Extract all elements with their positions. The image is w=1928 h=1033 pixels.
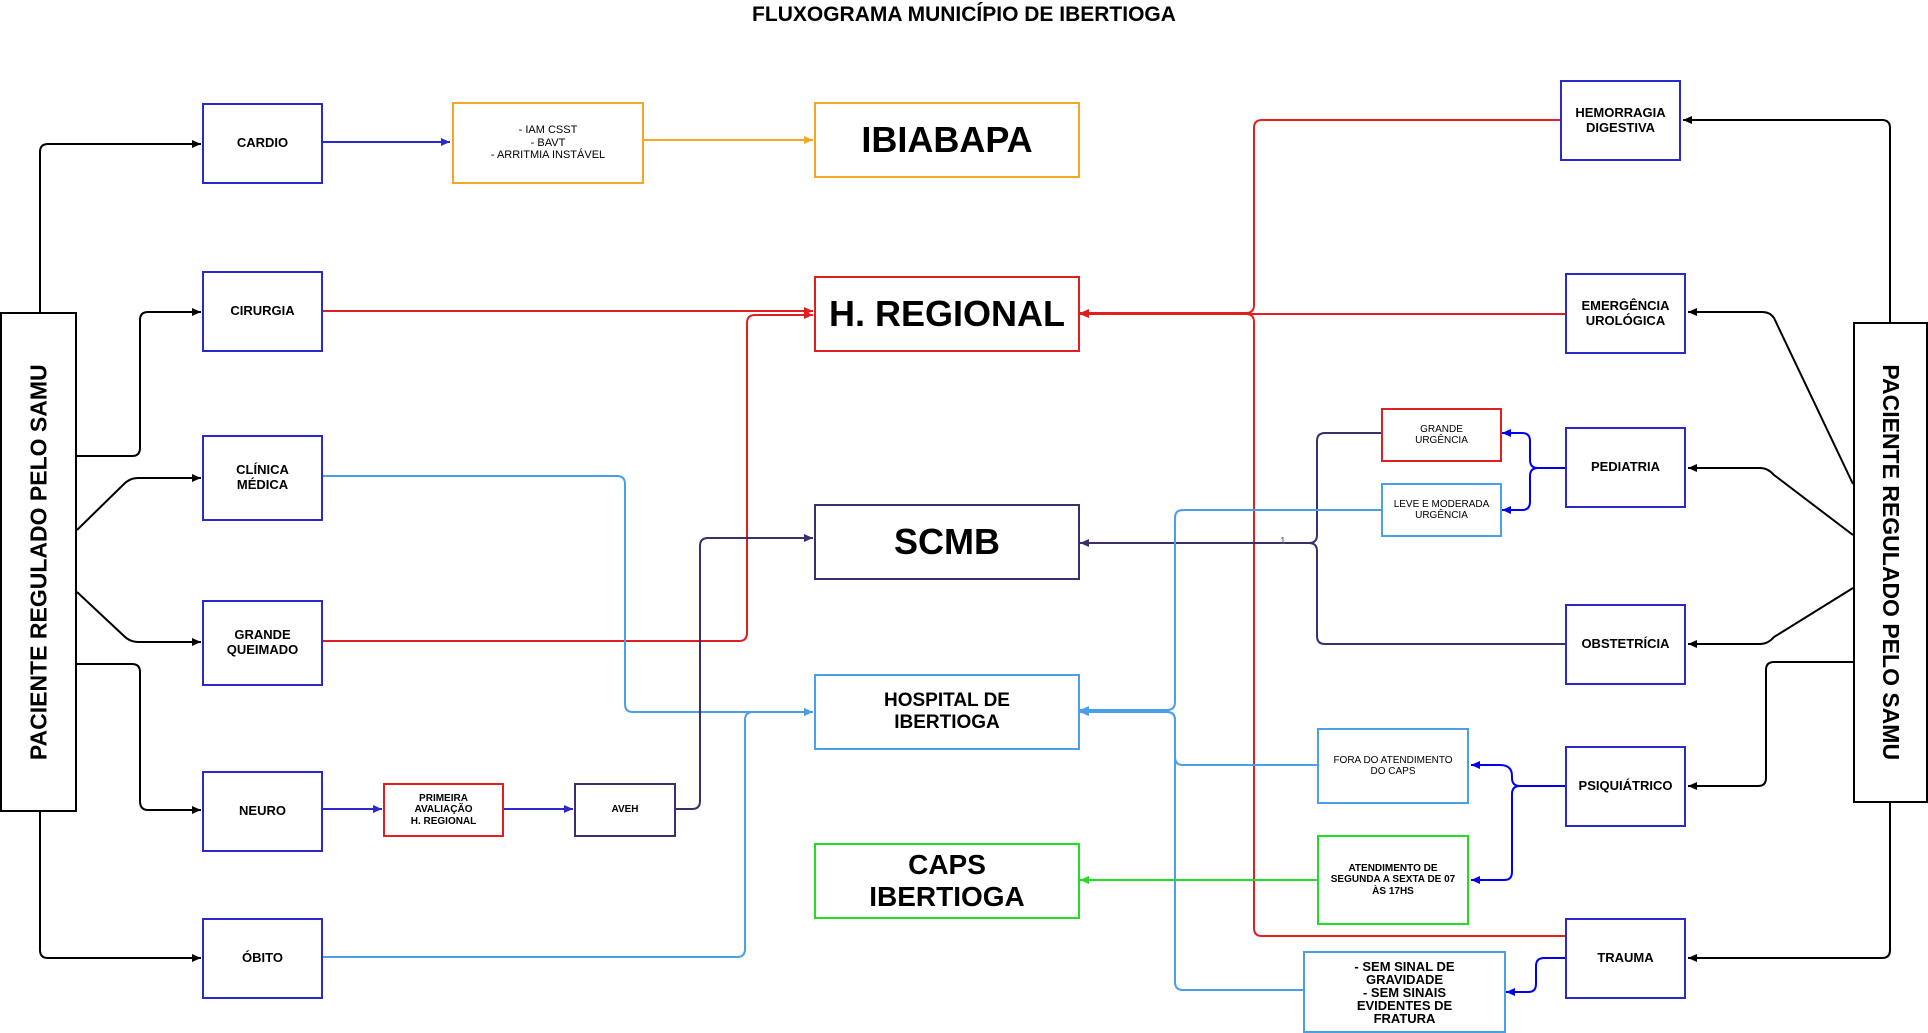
dest-hospital-ibertioga[interactable]: HOSPITAL DE IBERTIOGA bbox=[814, 674, 1080, 750]
node-trauma[interactable]: TRAUMA bbox=[1565, 918, 1686, 999]
samu-left-panel: PACIENTE REGULADO PELO SAMU bbox=[0, 312, 77, 812]
page-title: FLUXOGRAMA MUNICÍPIO DE IBERTIOGA bbox=[752, 3, 1176, 26]
node-cardio[interactable]: CARDIO bbox=[202, 103, 323, 184]
edge-obstetricia-scmb bbox=[1080, 542, 1565, 645]
edge-obito-hospital bbox=[322, 708, 813, 958]
dest-caps-ibertioga[interactable]: CAPS IBERTIOGA bbox=[814, 843, 1080, 919]
node-leve-moderada-urgencia[interactable]: LEVE E MODERADA URGÊNCIA bbox=[1381, 483, 1502, 537]
node-grande-urgencia[interactable]: GRANDE URGÊNCIA bbox=[1381, 408, 1502, 462]
samu-left-label: PACIENTE REGULADO PELO SAMU bbox=[25, 364, 52, 760]
dest-ibiabapa[interactable]: IBIABAPA bbox=[814, 102, 1080, 178]
edge-psiq-atendimento bbox=[1471, 785, 1565, 884]
edge-samu-cardio bbox=[39, 140, 201, 312]
node-emergencia-urologica[interactable]: EMERGÊNCIA UROLÓGICA bbox=[1565, 273, 1686, 354]
edge-fora-hospital bbox=[1080, 708, 1317, 766]
edge-samu-cirurgia bbox=[77, 308, 201, 457]
node-sem-sinal-gravidade[interactable]: - SEM SINAL DE GRAVIDADE - SEM SINAIS EV… bbox=[1303, 951, 1506, 1033]
edge-samu-psiquiatrico bbox=[1688, 661, 1853, 790]
samu-right-panel: PACIENTE REGULADO PELO SAMU bbox=[1853, 322, 1928, 803]
edge-samu-obstetricia bbox=[1688, 587, 1854, 648]
node-atendimento-caps[interactable]: ATENDIMENTO DE SEGUNDA A SEXTA DE 07 ÀS … bbox=[1317, 835, 1469, 925]
node-psiquiatrico[interactable]: PSIQUIÁTRICO bbox=[1565, 746, 1686, 827]
node-hemorragia-digestiva[interactable]: HEMORRAGIA DIGESTIVA bbox=[1560, 80, 1681, 161]
node-cirurgia[interactable]: CIRURGIA bbox=[202, 271, 323, 352]
edge-samu-hemorragia bbox=[1683, 116, 1891, 322]
dest-scmb[interactable]: SCMB bbox=[814, 504, 1080, 580]
node-clinica-medica[interactable]: CLÍNICA MÉDICA bbox=[202, 435, 323, 521]
edge-samu-neuro bbox=[77, 663, 201, 814]
edge-queimado-regional bbox=[322, 311, 813, 642]
edge-semsinal-hospital bbox=[1080, 708, 1303, 991]
edge-pediatria-grande bbox=[1502, 429, 1565, 469]
node-neuro[interactable]: NEURO bbox=[202, 771, 323, 852]
node-grande-queimado[interactable]: GRANDE QUEIMADO bbox=[202, 600, 323, 686]
samu-right-label: PACIENTE REGULADO PELO SAMU bbox=[1877, 364, 1904, 761]
edge-samu-trauma bbox=[1688, 803, 1891, 962]
node-obstetricia[interactable]: OBSTETRÍCIA bbox=[1565, 604, 1686, 685]
edge-hemorragia-regional bbox=[1080, 119, 1560, 317]
edge-tick-label: 1 bbox=[1280, 536, 1286, 547]
edge-trauma-regional bbox=[1080, 310, 1565, 937]
edge-trauma-semsinal bbox=[1506, 957, 1565, 996]
edge-samu-urologica bbox=[1688, 308, 1854, 485]
edge-aveh-scmb bbox=[675, 534, 813, 810]
node-cardio-criteria[interactable]: - IAM CSST - BAVT - ARRITMIA INSTÁVEL bbox=[452, 102, 644, 184]
dest-h-regional[interactable]: H. REGIONAL bbox=[814, 276, 1080, 352]
edge-grande-scmb bbox=[1080, 432, 1382, 547]
node-fora-atendimento-caps[interactable]: FORA DO ATENDIMENTO DO CAPS bbox=[1317, 728, 1469, 804]
edge-psiq-fora bbox=[1471, 761, 1565, 787]
edge-clinica-hospital bbox=[322, 475, 813, 716]
edge-samu-obito bbox=[39, 811, 201, 962]
node-pediatria[interactable]: PEDIATRIA bbox=[1565, 427, 1686, 508]
edge-samu-queimado bbox=[76, 591, 201, 646]
node-neuro-first-evaluation[interactable]: PRIMEIRA AVALIAÇÃO H. REGIONAL bbox=[383, 783, 504, 837]
node-aveh[interactable]: AVEH bbox=[574, 783, 676, 837]
edge-samu-clinica bbox=[76, 474, 201, 531]
edge-pediatria-leve bbox=[1502, 467, 1565, 514]
edge-leve-hospital bbox=[1080, 509, 1382, 714]
node-obito[interactable]: ÓBITO bbox=[202, 918, 323, 999]
edge-samu-pediatria bbox=[1688, 464, 1854, 536]
